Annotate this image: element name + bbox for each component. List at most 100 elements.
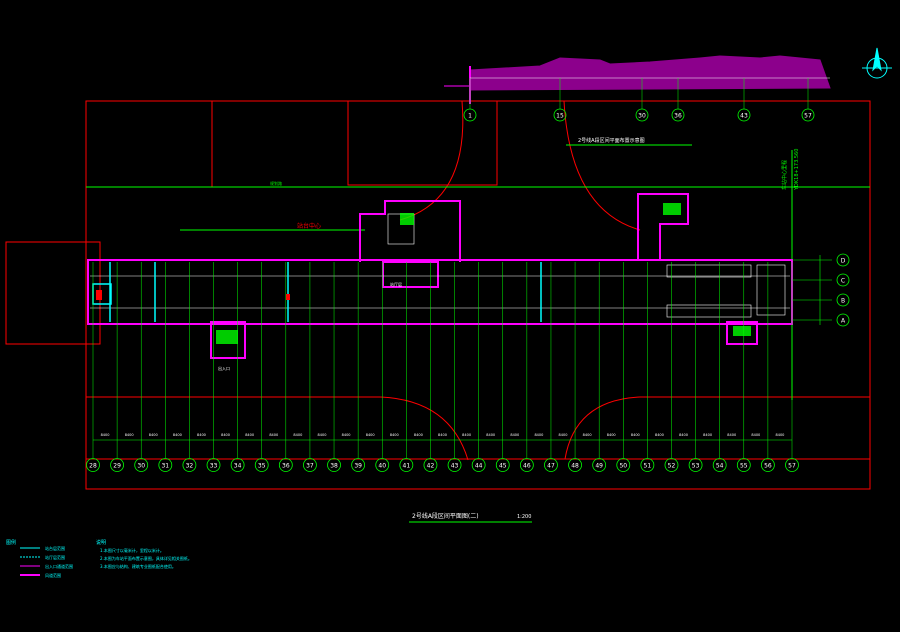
axis-bubble	[568, 458, 582, 472]
station-label: 车站中心里程	[781, 160, 788, 190]
span-dimension: 8400	[149, 433, 158, 437]
axis-bubble	[736, 458, 751, 472]
axis-label: 45	[499, 463, 507, 470]
axis-label: 41	[403, 463, 411, 470]
row-axis-label: C	[841, 278, 845, 285]
span-dimension: 8400	[462, 433, 471, 437]
span-dimension: 8400	[583, 433, 592, 437]
span-dimension: 8400	[775, 433, 784, 437]
keyplan-axis-label: 15	[556, 113, 564, 120]
legend-item: 风道范围	[45, 572, 61, 578]
notes: 说明 1.本图尺寸以毫米计，里程以米计。 2.本图为车站平面布置示意图，具体详见…	[96, 539, 192, 569]
span-dimension: 8400	[245, 433, 254, 437]
span-dimension: 8400	[607, 433, 616, 437]
keyplan-axis-bubble	[463, 108, 477, 122]
axis-label: 43	[451, 463, 459, 470]
row-axis-label: D	[841, 258, 846, 265]
axis-bubble	[447, 458, 462, 472]
axis-bubble	[471, 458, 486, 472]
axis-label: 39	[354, 463, 362, 470]
axis-bubble	[134, 458, 149, 472]
axis-label: 31	[161, 463, 169, 470]
keyplan-axis-label: 57	[804, 113, 812, 120]
span-dimension: 8400	[221, 433, 230, 437]
row-axis-bubble	[836, 293, 850, 307]
axis-bubble	[785, 458, 799, 472]
axis-label: 53	[692, 463, 700, 470]
notes-heading: 说明	[96, 539, 106, 546]
row-axis-label: B	[841, 298, 845, 305]
site-boundary	[5, 100, 871, 490]
axis-label: 40	[378, 463, 386, 470]
right-axis-lines	[792, 255, 832, 325]
axis-bubble	[664, 458, 679, 472]
axis-label: 44	[475, 463, 483, 470]
span-dimension: 8400	[101, 433, 110, 437]
corridor-label: 站厅层	[390, 281, 402, 287]
equipment-red	[96, 290, 290, 300]
keyplan-axis-bubble	[737, 108, 751, 122]
keyplan-axis-bubble	[801, 108, 815, 122]
note-item: 3.本图应与结构、建筑专业图纸配合使用。	[100, 563, 176, 569]
axis-label: 49	[595, 463, 603, 470]
axis-label: 35	[258, 463, 266, 470]
axis-bubble	[592, 458, 607, 472]
axis-label: 50	[619, 463, 627, 470]
axis-label: 55	[740, 463, 748, 470]
axis-bubble	[278, 458, 293, 472]
axis-bubble	[182, 458, 197, 472]
span-dimension: 8400	[390, 433, 399, 437]
key-plan	[444, 55, 831, 104]
span-dimension: 8400	[631, 433, 640, 437]
row-axis-bubble	[836, 313, 850, 327]
axis-bubble	[399, 458, 414, 472]
span-dimension: 8400	[125, 433, 134, 437]
axis-bubble	[110, 458, 125, 472]
keyplan-axis-label: 30	[638, 113, 646, 120]
span-dimension: 8400	[679, 433, 688, 437]
span-dimension: 8400	[366, 433, 375, 437]
axis-label: 51	[644, 463, 652, 470]
span-dimension: 8400	[318, 433, 327, 437]
axis-bubble	[616, 458, 631, 472]
axis-bubble	[230, 458, 245, 472]
axis-label: 30	[137, 463, 145, 470]
drawing-scale: 1:200	[517, 514, 531, 520]
axis-bubble	[303, 458, 317, 472]
legend-heading: 图例	[6, 539, 16, 546]
north-arrow-icon	[862, 47, 892, 79]
axis-bubble	[423, 458, 438, 472]
layout-title: 2号线A段区间平面布置示意图	[578, 137, 645, 144]
legend-item: 站台层范围	[45, 545, 65, 551]
entrance-label: 出入口	[218, 365, 230, 371]
axis-bubble	[351, 458, 366, 472]
note-item: 1.本图尺寸以毫米计，里程以米计。	[100, 547, 164, 553]
cyan-walls	[92, 262, 542, 322]
note-item: 2.本图为车站平面布置示意图，具体详见相关图纸。	[100, 555, 192, 561]
span-dimension: 8400	[751, 433, 760, 437]
axis-bubble	[206, 458, 221, 472]
axis-label: 48	[571, 463, 579, 470]
axis-label: 38	[330, 463, 338, 470]
span-dimension: 8400	[655, 433, 664, 437]
row-axis-label: A	[841, 318, 846, 325]
axis-label: 33	[210, 463, 218, 470]
span-dimension: 8400	[486, 433, 495, 437]
span-dimension: 8400	[703, 433, 712, 437]
axis-label: 37	[306, 463, 314, 470]
axis-label: 29	[113, 463, 121, 470]
axis-bubble	[760, 458, 775, 472]
axis-bubble	[375, 458, 390, 472]
keyplan-axis-label: 1	[468, 113, 472, 120]
axis-bubble	[158, 458, 173, 472]
escalator-hatch	[216, 203, 751, 344]
span-dimension: 8400	[559, 433, 568, 437]
axis-bubble	[688, 458, 703, 472]
keyplan-axis-bubble	[635, 108, 649, 122]
span-dimension: 8400	[727, 433, 736, 437]
legend-item: 出入口通道范围	[45, 563, 73, 569]
span-dimension: 8400	[414, 433, 423, 437]
span-dimension: 8400	[510, 433, 519, 437]
keyplan-axis-bubble	[671, 108, 685, 122]
station-mark: 站台中心	[297, 222, 321, 230]
